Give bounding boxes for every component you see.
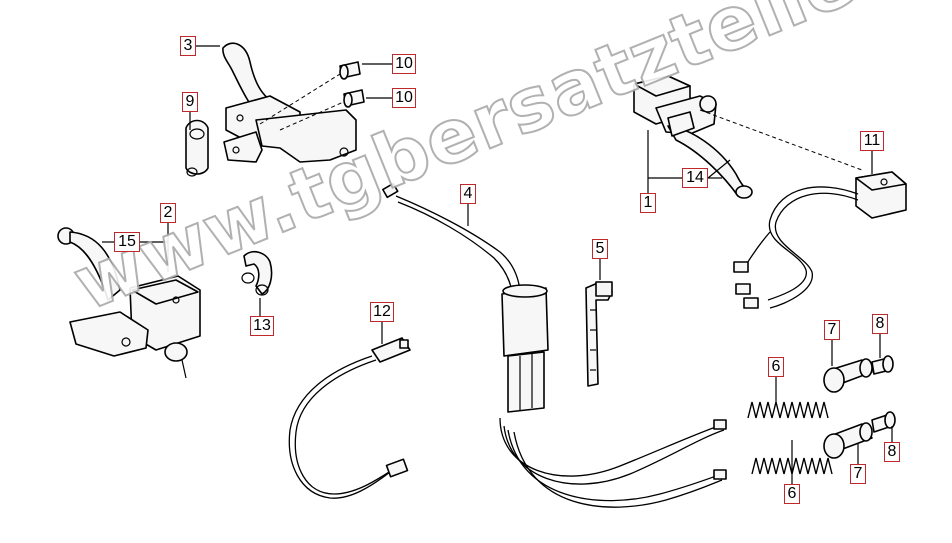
lever-assembly-part-2 (57, 227, 201, 379)
lever-bracket-part-3 (185, 42, 357, 177)
callout-8-lower: 8 (884, 442, 900, 462)
throttle-cable-part-4 (382, 182, 727, 508)
bolt-part-8-upper (871, 355, 894, 375)
brake-lever-assembly-part-1 (633, 75, 863, 199)
switch-part-11 (733, 171, 907, 309)
screw-part-10-lower (343, 89, 365, 108)
spring-part-6-upper (747, 401, 829, 419)
leader-lines (102, 45, 893, 484)
callout-10-upper: 10 (392, 54, 416, 74)
callout-9: 9 (182, 92, 198, 112)
pin-part-7-lower (823, 422, 873, 459)
pin-part-7-upper (823, 358, 873, 393)
screw-part-10-upper (339, 61, 361, 80)
callout-1: 1 (640, 193, 656, 213)
callout-10-lower: 10 (392, 88, 416, 108)
callout-2: 2 (160, 203, 176, 223)
callout-5: 5 (592, 239, 608, 259)
callout-13: 13 (250, 316, 274, 336)
callout-6-upper: 6 (768, 357, 784, 377)
cable-tie-part-5 (585, 281, 613, 387)
callout-4: 4 (460, 184, 476, 204)
callout-7-upper: 7 (824, 320, 840, 340)
switch-cable-part-12 (288, 337, 411, 499)
callout-14: 14 (682, 168, 708, 188)
callout-12: 12 (370, 302, 394, 322)
callout-11: 11 (860, 131, 884, 151)
callout-7-lower: 7 (850, 464, 866, 484)
callout-3: 3 (180, 36, 196, 56)
callout-15: 15 (114, 232, 140, 252)
clip-part-13 (241, 250, 273, 296)
callout-6-lower: 6 (784, 484, 800, 504)
callout-8-upper: 8 (872, 314, 888, 334)
